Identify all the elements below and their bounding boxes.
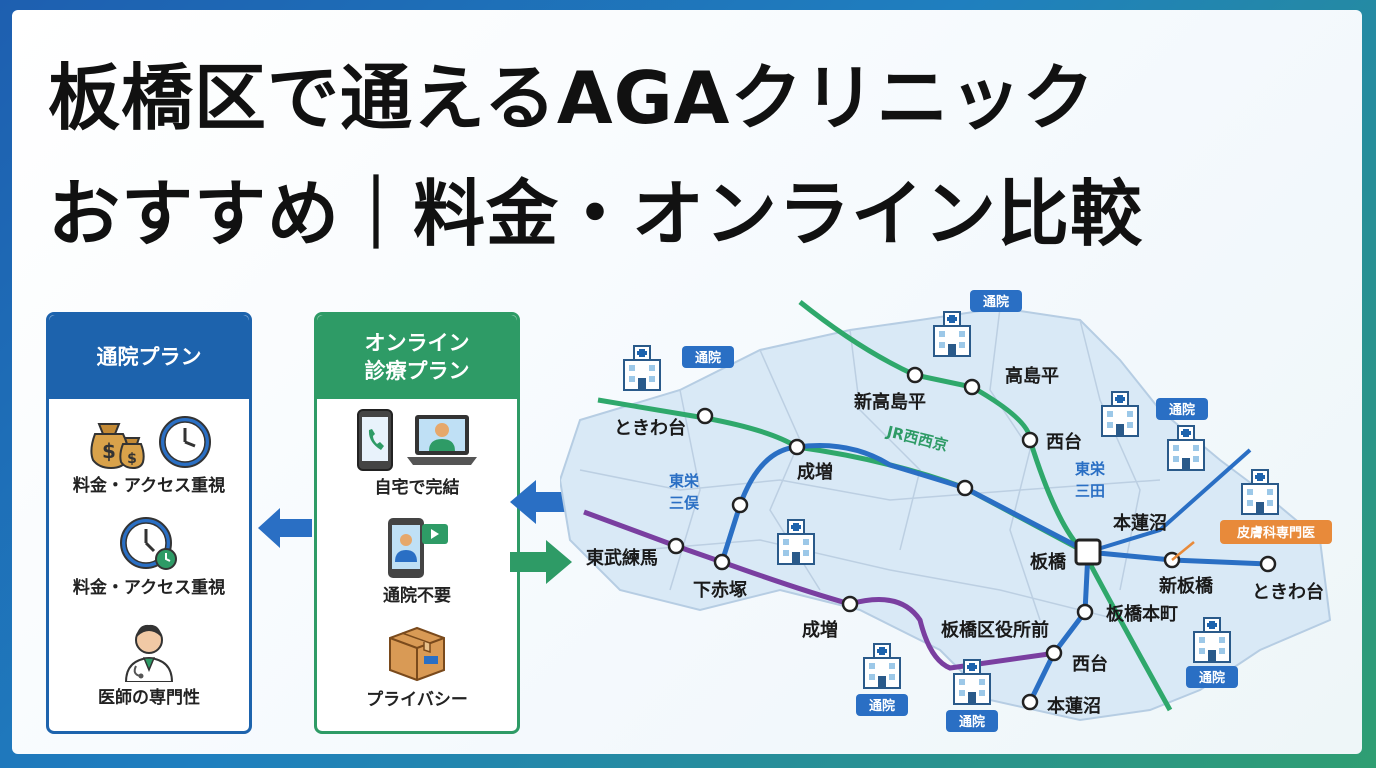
online-plan-title-line-1: オンライン — [364, 330, 470, 355]
online-feature-3-label: プライバシー — [366, 690, 468, 710]
station-label-tokiwadai-left: ときわ台 — [614, 417, 686, 439]
station-label-tobu-nerima: 東武練馬 — [586, 547, 658, 569]
blue-line — [719, 442, 1269, 567]
station-label-shin-takashimadaira: 新高島平 — [854, 391, 926, 413]
station-hub-itabashi[interactable] — [1074, 538, 1102, 566]
tobu-left-label-1: 東栄 — [669, 472, 700, 490]
package-box-icon — [389, 626, 445, 682]
tsuin-badge: 通院 — [1156, 398, 1208, 420]
svg-text:通院: 通院 — [959, 714, 985, 730]
online-plan-card: オンライン 診療プラン 自宅で完結 — [314, 312, 520, 734]
tobu-right-label-2: 三田 — [1075, 482, 1105, 500]
station-dot-narimasu-upper[interactable] — [788, 438, 806, 456]
clinic-feature-2: 料金・アクセス重視 — [49, 515, 249, 598]
svg-text:通院: 通院 — [1169, 402, 1195, 418]
hospital-icon — [863, 643, 901, 689]
station-label-itabashi: 板橋 — [1030, 551, 1067, 573]
online-feature-3: プライバシー — [317, 621, 517, 710]
clock-icon — [159, 416, 211, 468]
clock-icon — [120, 517, 177, 570]
svg-text:通院: 通院 — [983, 294, 1009, 310]
money-bag-icon: $ $ — [90, 423, 145, 470]
station-dot-honhasunuma-lower[interactable] — [1021, 693, 1039, 711]
station-label-itabashi-honcho: 板橋本町 — [1106, 603, 1178, 625]
clinic-feature-1-label: 料金・アクセス重視 — [72, 476, 226, 496]
arrow-left-to-clinic — [258, 508, 312, 548]
station-dot-shin-takashimadaira[interactable] — [906, 366, 924, 384]
station-label-takashimadaira: 高島平 — [1005, 365, 1059, 387]
station-dot-tobu-nerima[interactable] — [667, 537, 685, 555]
clinic-feature-1: $ $ 料金・アクセス重視 — [49, 413, 249, 496]
derm-specialist-badge: 皮膚科専門医 — [1171, 520, 1332, 561]
online-feature-2-label: 通院不要 — [383, 586, 451, 606]
svg-text:皮膚科専門医: 皮膚科専門医 — [1236, 525, 1315, 541]
blue-line-south — [1027, 551, 1091, 704]
svg-text:$: $ — [127, 451, 137, 467]
station-dot-takashimadaira[interactable] — [963, 378, 981, 396]
page-title-line-2: おすすめ｜料金・オンライン比較 — [48, 172, 1144, 256]
station-label-kuyakusho: 板橋区役所前 — [941, 619, 1049, 641]
station-label-honhasunuma-upper: 本蓮沼 — [1113, 512, 1167, 534]
station-label-honhasunuma-lower: 本蓮沼 — [1047, 695, 1101, 717]
ward-boundaries — [579, 307, 1161, 621]
clinic-plan-card: 通院プラン $ $ 料金・アクセス重視 — [46, 312, 252, 734]
online-plan-title-line-2: 診療プラン — [364, 359, 470, 383]
smartphone-video-icon — [388, 518, 448, 578]
svg-text:通院: 通院 — [869, 698, 895, 714]
hospital-icon — [623, 345, 661, 391]
station-dot-tobu-branch[interactable] — [731, 496, 749, 514]
station-dot-narimasu-lower[interactable] — [841, 595, 859, 613]
station-dot-tokiwadai-left[interactable] — [696, 407, 714, 425]
station-label-narimasu-lower: 成増 — [802, 619, 838, 641]
doctor-icon — [124, 624, 174, 682]
station-label-shimo-akatsuka: 下赤塚 — [693, 580, 747, 601]
station-dot-itabashi-honcho[interactable] — [1076, 603, 1094, 621]
hospital-icon — [1241, 469, 1279, 515]
tsuin-badge: 通院 — [970, 290, 1022, 312]
station-label-shin-itabashi: 新板橋 — [1159, 575, 1214, 597]
svg-text:通院: 通院 — [1199, 670, 1225, 686]
clinic-feature-3: 医師の専門性 — [49, 617, 249, 708]
station-label-tokiwadai-right: ときわ台 — [1252, 581, 1324, 603]
station-label-nishidai-lower: 西台 — [1072, 653, 1108, 675]
station-dot-nishidai-lower[interactable] — [1045, 644, 1063, 662]
svg-text:通院: 通院 — [695, 350, 721, 366]
tsuin-badge: 通院 — [1186, 666, 1238, 688]
page-title-line-1: 板橋区で通えるAGAクリニック — [48, 56, 1096, 140]
online-feature-1-label: 自宅で完結 — [374, 478, 460, 498]
tobu-right-label-1: 東栄 — [1075, 460, 1106, 478]
itabashi-route-map: JR西西京 東栄 三俣 東栄 三田 ときわ台 新高島平 高島平 西台 成増 本蓮… — [560, 290, 1332, 732]
purple-line — [583, 509, 1057, 671]
laptop-video-icon — [407, 415, 477, 465]
station-label-nishidai-upper: 西台 — [1046, 431, 1082, 453]
smartphone-call-icon — [357, 409, 393, 471]
clinic-plan-title: 通院プラン — [49, 315, 249, 399]
clinic-feature-2-label: 料金・アクセス重視 — [72, 578, 226, 598]
online-plan-title: オンライン 診療プラン — [317, 315, 517, 399]
online-feature-1: 自宅で完結 — [317, 407, 517, 498]
station-dot-jr-mid[interactable] — [956, 479, 974, 497]
arrow-left-from-map — [510, 480, 572, 524]
station-dot-nishidai-upper[interactable] — [1021, 431, 1039, 449]
tsuin-badge: 通院 — [682, 346, 734, 368]
tsuin-badge: 通院 — [946, 710, 998, 732]
arrow-right-to-map — [510, 540, 572, 584]
station-label-narimasu-upper: 成増 — [797, 461, 833, 483]
station-dot-tokiwadai-right[interactable] — [1259, 555, 1277, 573]
online-feature-2: 通院不要 — [317, 515, 517, 606]
tobu-left-label-2: 三俣 — [669, 494, 700, 512]
clinic-feature-3-label: 医師の専門性 — [98, 688, 200, 708]
tsuin-badge: 通院 — [856, 694, 908, 716]
svg-text:$: $ — [102, 439, 116, 463]
blue-line-branch — [1087, 448, 1252, 554]
station-dot-shimo-akatsuka[interactable] — [713, 553, 731, 571]
